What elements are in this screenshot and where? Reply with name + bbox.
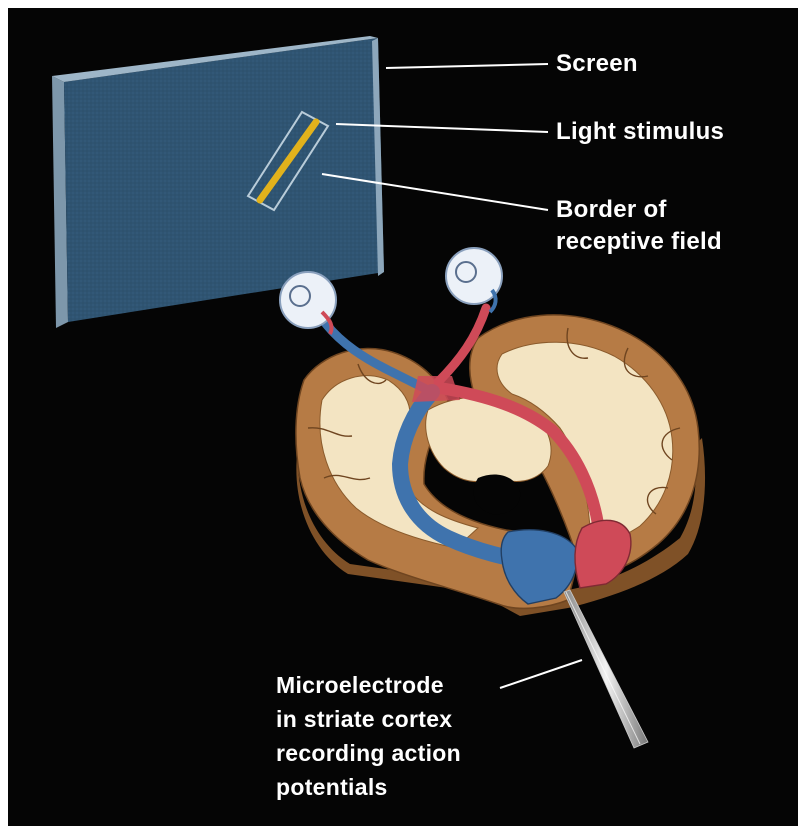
brain-section [296,315,705,616]
screen-label: Screen [556,48,638,80]
microelectrode-label-line2: in striate cortex [276,702,461,736]
microelectrode-label-line1: Microelectrode [276,668,461,702]
light-stimulus-label: Light stimulus [556,116,724,148]
microelectrode-label-line3: recording action [276,736,461,770]
right-eye [446,248,502,312]
diagram-frame: Screen Light stimulus Border of receptiv… [8,8,798,826]
receptive-field-label-line1: Border of [556,194,722,226]
receptive-field-label: Border of receptive field [556,194,722,258]
microelectrode-label: Microelectrode in striate cortex recordi… [276,668,461,804]
screen-label-text: Screen [556,50,638,77]
screen [52,36,384,328]
microelectrode [564,590,648,748]
receptive-field-label-line2: receptive field [556,226,722,258]
microelectrode-label-line4: potentials [276,770,461,804]
optic-chiasm [412,376,460,402]
light-stimulus-label-text: Light stimulus [556,118,724,145]
